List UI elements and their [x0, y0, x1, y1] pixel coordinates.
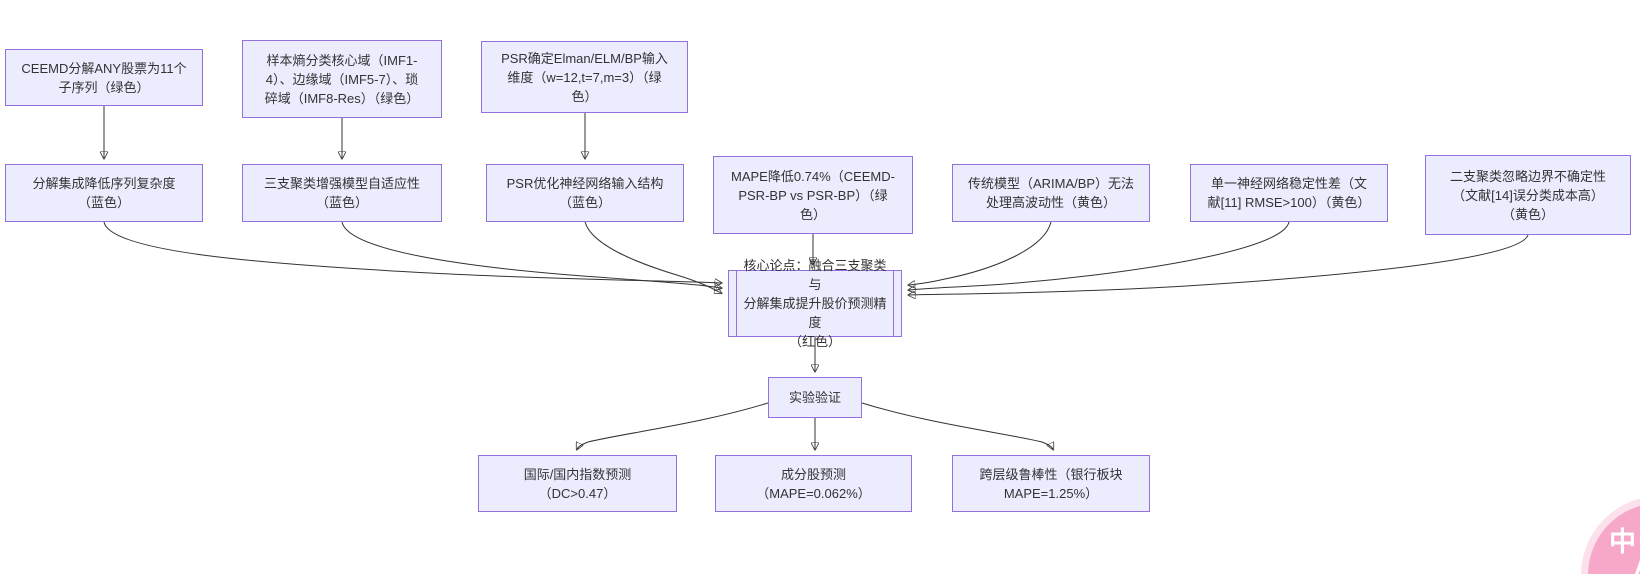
node-sample-entropy: 样本熵分类核心域（IMF1- 4）、边缘域（IMF5-7）、琐 碎域（IMF8-… [242, 40, 442, 118]
node-two-way-clustering: 二支聚类忽略边界不确定性 （文献[14]误分类成本高） （黄色） [1425, 155, 1631, 235]
node-psr-input-dimension: PSR确定Elman/ELM/BP输入 维度（w=12,t=7,m=3）（绿 色… [481, 41, 688, 113]
node-complexity-reduction: 分解集成降低序列复杂度 （蓝色） [5, 164, 203, 222]
node-ceemd-decompose: CEEMD分解ANY股票为11个 子序列（绿色） [5, 49, 203, 106]
node-constituent-prediction: 成分股预测 （MAPE=0.062%） [715, 455, 912, 512]
node-single-nn-unstable: 单一神经网络稳定性差（文 献[11] RMSE>100）（黄色） [1190, 164, 1388, 222]
floating-translate-button[interactable]: 中 A [1588, 503, 1640, 574]
node-mape-improvement: MAPE降低0.74%（CEEMD- PSR-BP vs PSR-BP）（绿 色… [713, 156, 913, 234]
edge-tradition-to-core [909, 221, 1052, 285]
edge-adaptive-to-core [341, 221, 721, 288]
node-cross-level-robustness: 跨层级鲁棒性（银行板块 MAPE=1.25%） [952, 455, 1150, 512]
node-index-prediction: 国际/国内指数预测 （DC>0.47） [478, 455, 677, 512]
edge-singlenn-to-core [909, 221, 1290, 290]
edge-exp-to-robust [861, 402, 1053, 449]
edge-psropt-to-core [584, 221, 721, 293]
node-core-thesis: 核心论点：融合三支聚类与 分解集成提升股价预测精度 （红色） [728, 258, 902, 349]
edge-exp-to-index [577, 402, 769, 449]
node-three-way-adaptivity: 三支聚类增强模型自适应性 （蓝色） [242, 164, 442, 222]
node-traditional-limits: 传统模型（ARIMA/BP）无法 处理高波动性（黄色） [952, 164, 1150, 222]
translate-a-icon: A [1634, 555, 1640, 574]
node-psr-optimization: PSR优化神经网络输入结构 （蓝色） [486, 164, 684, 222]
node-experiment-validation: 实验验证 [768, 377, 862, 418]
edge-complex-to-core [103, 221, 721, 283]
edge-twoway-to-core [909, 234, 1529, 295]
translate-zh-icon: 中 [1609, 527, 1636, 557]
